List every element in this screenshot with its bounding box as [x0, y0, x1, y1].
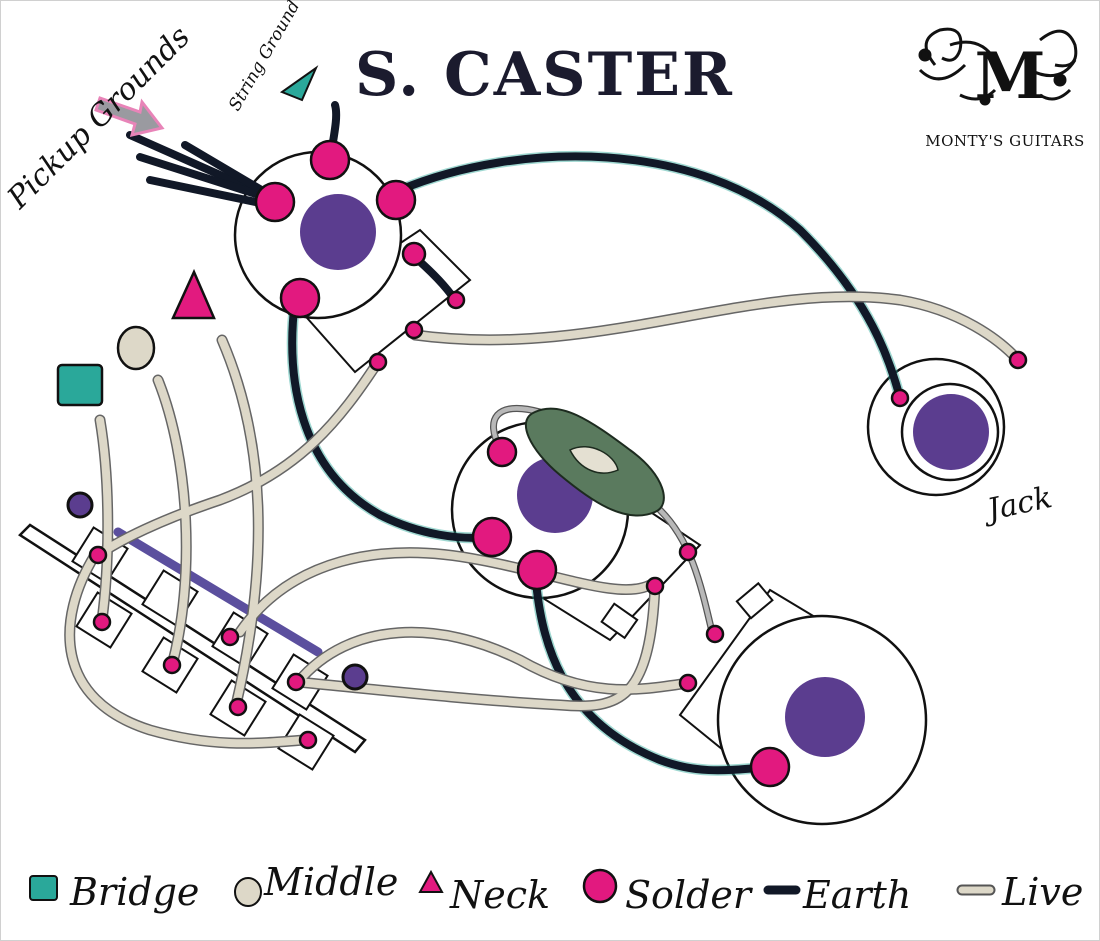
- switch-mount-dot: [66, 491, 94, 519]
- string-ground-label: String Ground: [225, 0, 304, 115]
- pot-bottom: [678, 581, 928, 826]
- string-ground-arrow-icon: [279, 65, 319, 102]
- legend-item-live: Live: [956, 870, 1083, 914]
- legend-label-live: Live: [1001, 870, 1083, 914]
- jack-label: Jack: [979, 480, 1056, 529]
- legend-label-earth: Earth: [802, 873, 911, 917]
- bridge-pickup-marker: [56, 363, 104, 407]
- brand-name: MONTY'S GUITARS: [925, 132, 1085, 150]
- legend-label-middle: Middle: [263, 860, 398, 904]
- solder-points: [88, 139, 1028, 788]
- switch-mount-dot: [341, 663, 369, 691]
- legend-item-neck: Neck: [418, 869, 550, 917]
- legend: Bridge Middle Neck Solder Earth Live: [29, 860, 1083, 917]
- pot-bottom-shaft: [785, 677, 865, 757]
- earth-wires: [126, 101, 906, 776]
- jack-center: [913, 394, 989, 470]
- neck-swatch: [418, 869, 444, 893]
- live-wires: [64, 291, 1024, 749]
- capacitor: [524, 407, 665, 517]
- neck-pickup-marker: [171, 268, 216, 320]
- legend-item-solder: Solder: [582, 868, 754, 917]
- pickup-grounds-arrow-icon: [94, 96, 165, 138]
- flourish-ornament-icon: [918, 27, 1078, 106]
- brand-logo-letter: M: [975, 39, 1046, 114]
- switch-lever: [113, 527, 323, 657]
- middle-pickup-marker: [116, 325, 156, 371]
- legend-label-neck: Neck: [449, 873, 550, 917]
- middle-swatch: [234, 877, 262, 907]
- legend-label-bridge: Bridge: [69, 870, 199, 914]
- solder-swatch: [582, 868, 618, 904]
- bridge-swatch: [29, 875, 58, 901]
- legend-item-earth: Earth: [763, 873, 911, 917]
- output-jack: [866, 357, 1006, 497]
- page-title: S. CASTER: [355, 40, 734, 110]
- brand-logo: M MONTY'S GUITARS: [918, 27, 1085, 150]
- legend-label-solder: Solder: [625, 873, 754, 917]
- legend-item-middle: Middle: [234, 860, 398, 907]
- pot-top-shaft: [300, 194, 376, 270]
- legend-item-bridge: Bridge: [29, 870, 199, 914]
